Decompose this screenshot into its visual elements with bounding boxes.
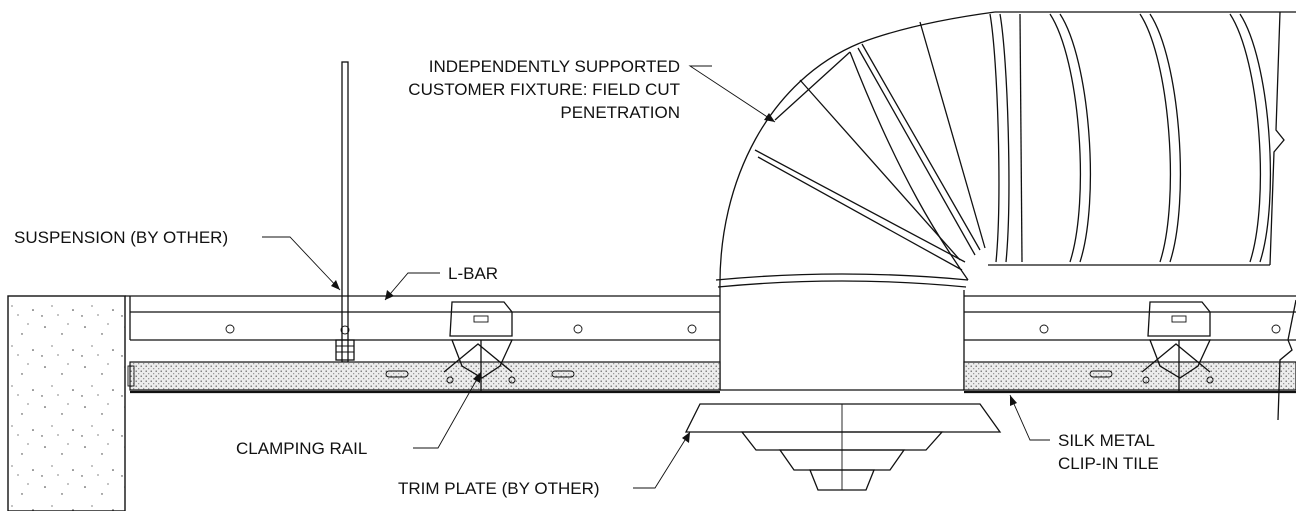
clamping-rail-assembly-2	[1141, 301, 1214, 392]
label-trim-plate: TRIM PLATE (BY OTHER)	[398, 479, 600, 498]
clip-in-tile	[127, 299, 1296, 421]
label-l-bar: L-BAR	[448, 264, 498, 283]
label-clamping-rail: CLAMPING RAIL	[236, 439, 367, 458]
suspension-rod	[335, 61, 355, 363]
leader-lines	[262, 65, 1050, 489]
label-fixture-line-3: PENETRATION	[560, 103, 680, 122]
trim-plate-diffuser	[684, 403, 1002, 491]
label-tile-line-2: CLIP-IN TILE	[1058, 454, 1159, 473]
label-fixture-line-1: INDEPENDENTLY SUPPORTED	[429, 57, 680, 76]
wall	[7, 295, 126, 511]
label-fixture-line-2: CUSTOMER FIXTURE: FIELD CUT	[408, 80, 680, 99]
duct-collar	[715, 273, 969, 391]
label-suspension: SUSPENSION (BY OTHER)	[14, 228, 228, 247]
l-bar-rail	[125, 295, 1296, 341]
clamping-rail-assembly-1	[443, 301, 516, 392]
label-tile-line-1: SILK METAL	[1058, 431, 1155, 450]
duct-elbow	[719, 11, 1296, 291]
